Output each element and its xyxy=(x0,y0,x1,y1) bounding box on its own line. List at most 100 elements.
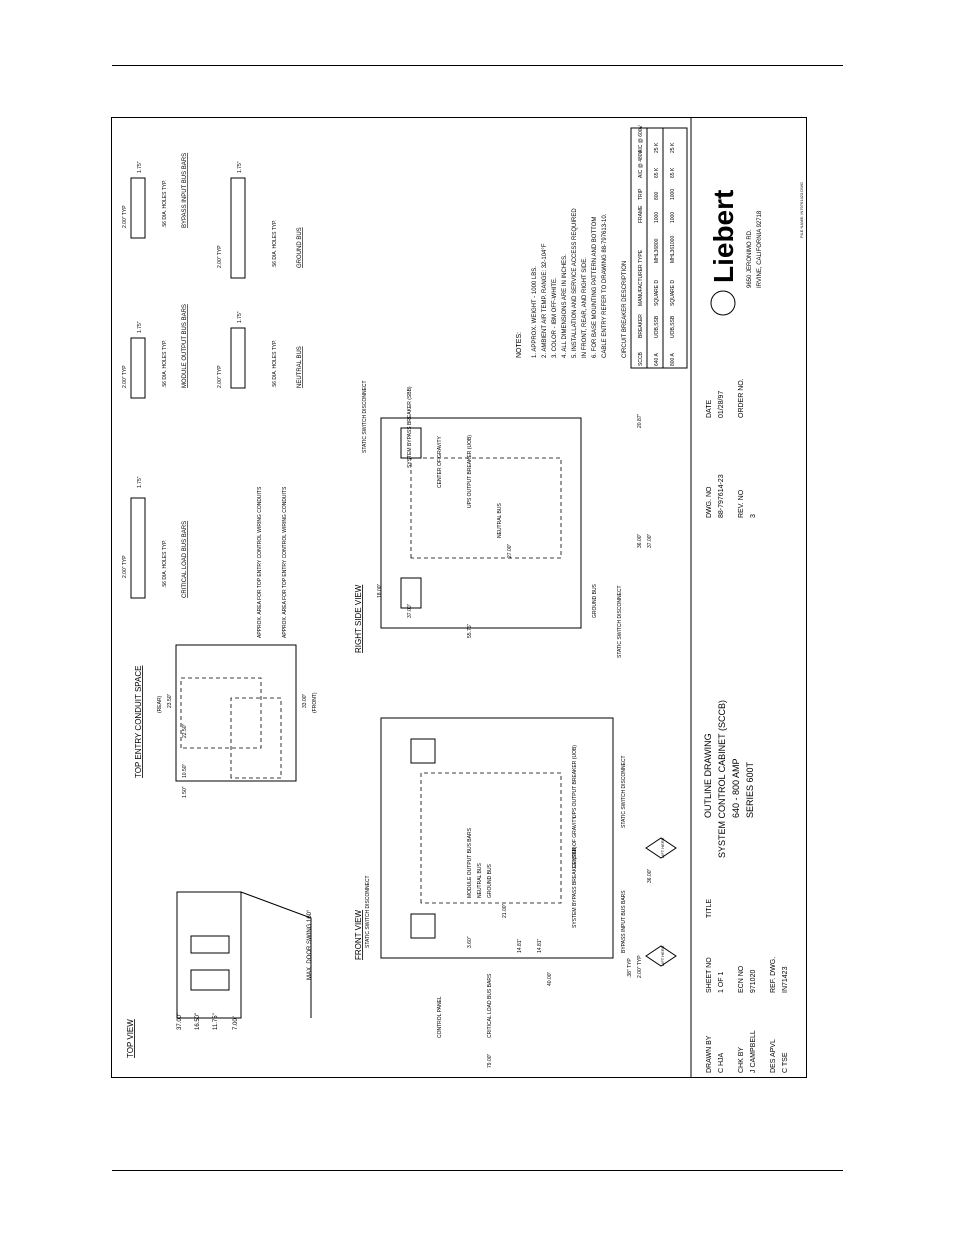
note-line: 5. INSTALLATION AND SERVICE ACCESS REQUI… xyxy=(572,208,578,358)
front-view-inner xyxy=(420,772,562,904)
right-dim: 37.00" xyxy=(407,603,413,618)
date: 01/28/97 xyxy=(718,391,725,418)
bus-bar-title: NEUTRAL BUS xyxy=(297,346,303,388)
bus-bar-pitch: 1.75" xyxy=(237,311,243,323)
rev-label: REV. NO xyxy=(738,489,745,518)
front-view-title: FRONT VIEW xyxy=(354,909,363,960)
ref-dwg-label: REF. DWG. xyxy=(770,957,777,993)
front-dim: 21.00" xyxy=(502,903,508,918)
right-label: NEUTRAL BUS xyxy=(497,503,503,538)
note-line: 2. AMBIENT AIR TEMP. RANGE: 32-104°F xyxy=(542,243,548,358)
bus-bar-typ: 2.00" TYP xyxy=(217,365,223,388)
des-apvl-label: DES APVL xyxy=(770,1039,777,1073)
bus-bar-holes: .56 DIA. HOLES TYP. xyxy=(162,540,168,588)
top-entry-front: (FRONT) xyxy=(312,692,318,713)
bus-bar-title: GROUND BUS xyxy=(297,227,303,268)
top-entry-title: TOP ENTRY CONDUIT SPACE xyxy=(134,666,143,778)
front-label: CRITICAL LOAD BUS BARS xyxy=(487,973,493,1038)
front-dim: .38" TYP xyxy=(627,958,633,978)
right-label: STATIC SWITCH DISCONNECT xyxy=(617,585,623,658)
breaker-table-cell: UOB,SSB xyxy=(654,315,660,338)
bus-bar-holes: .56 DIA. HOLES TYP. xyxy=(272,220,278,268)
bus-bar-pitch: 1.75" xyxy=(237,161,243,173)
breaker-table-cell: SQUARE D xyxy=(654,279,660,306)
title-line: OUTLINE DRAWING xyxy=(703,733,713,818)
front-label: BYPASS INPUT BUS BARS xyxy=(621,890,627,953)
dwg-no: 88-797614-23 xyxy=(718,474,725,518)
note-line: CABLE ENTRY REFER TO DRAWING 88-797613-1… xyxy=(602,213,608,358)
order-label: ORDER NO. xyxy=(738,378,745,418)
bus-bar-title: MODULE OUTPUT BUS BARS xyxy=(182,304,188,388)
front-view: FRONT VIEW STATIC SWITCH DISCONNECT MODU… xyxy=(354,717,677,1068)
right-label: GROUND BUS xyxy=(592,583,598,618)
front-label: GROUND BUS xyxy=(487,863,493,898)
lift-here-label: LIFT HERE xyxy=(660,837,665,858)
front-label: CENTER OF GRAVITY xyxy=(572,815,578,868)
liebert-logo-icon xyxy=(710,290,736,316)
sheet-no-label: SHEET NO xyxy=(706,957,713,993)
lift-here-marker xyxy=(645,837,677,859)
front-dim: 14.81" xyxy=(517,938,523,953)
top-entry-outline xyxy=(175,644,297,782)
right-dim: 37.00" xyxy=(647,533,653,548)
title-line: SYSTEM CONTROL CABINET (SCCB) xyxy=(717,700,727,858)
front-label: NEUTRAL BUS xyxy=(477,863,483,898)
lift-here-label: LIFT HERE xyxy=(660,945,665,966)
breaker-table-header: AIC @ 600V xyxy=(638,124,644,153)
top-view-dim: 16.50" xyxy=(195,1013,201,1030)
top-view-title: TOP VIEW xyxy=(126,1019,135,1058)
front-static-switch xyxy=(410,913,436,939)
breaker-table-header: SCCB xyxy=(638,351,644,366)
right-static-switch xyxy=(400,427,422,459)
bus-bar-ground: GROUND BUS .56 DIA. HOLES TYP. 2.00" TYP… xyxy=(217,161,303,279)
front-dim: 79.00" xyxy=(487,1053,493,1068)
bus-bar-neutral: NEUTRAL BUS .56 DIA. HOLES TYP. 2.00" TY… xyxy=(217,311,303,389)
bus-bar-pitch: 1.75" xyxy=(137,476,143,488)
conduit-area-label: APPROX. AREA FOR TOP ENTRY CONTROL WIRIN… xyxy=(257,486,263,638)
right-label: CENTER OF GRAVITY xyxy=(437,435,443,488)
bus-bars: CRITICAL LOAD BUS BARS .56 DIA. HOLES TY… xyxy=(122,153,303,599)
right-dim: 27.00" xyxy=(507,543,513,558)
notes-title: NOTES: xyxy=(516,332,523,358)
drawn-by: C HJA xyxy=(718,1052,725,1073)
drawn-by-label: DRAWN BY xyxy=(706,1035,713,1073)
bus-bar-pitch: 1.75" xyxy=(137,321,143,333)
breaker-table-header: BREAKER xyxy=(638,314,644,338)
top-view-dim: 11.75" xyxy=(213,1013,219,1030)
right-side-cabinet xyxy=(380,417,582,629)
breaker-table-header: TRIP xyxy=(638,188,644,200)
top-entry-view: TOP ENTRY CONDUIT SPACE (REAR) (FRONT) 2… xyxy=(134,486,318,798)
top-entry-rear: (REAR) xyxy=(157,695,163,713)
right-side-inner xyxy=(410,457,562,559)
breaker-table-cell: 65 K xyxy=(654,167,660,178)
title-line: SERIES 600T xyxy=(745,761,755,818)
bus-bar-typ: 2.00" TYP xyxy=(122,365,128,388)
title-block: DRAWN BY C HJA CHK BY J CAMPBELL DES APV… xyxy=(690,117,807,1078)
breaker-table-header: MANUFACTURER xyxy=(638,264,644,306)
door-swing-outline xyxy=(240,891,312,1018)
breaker-table-title: CIRCUIT BREAKER DESCRIPTION xyxy=(622,261,628,358)
front-label: MODULE OUTPUT BUS BARS xyxy=(467,827,473,898)
right-static-switch xyxy=(400,577,422,609)
right-dim: 18.00" xyxy=(377,583,383,598)
bus-bar-typ: 2.00" TYP xyxy=(122,555,128,578)
title-line: 640 - 800 AMP xyxy=(731,758,741,818)
note-line: 6. FOR BASE MOUNTING PATTERN AND BOTTOM xyxy=(592,217,598,358)
bus-bar-bypass-input: BYPASS INPUT BUS BARS .56 DIA. HOLES TYP… xyxy=(122,153,188,239)
breaker-table-header: TYPE xyxy=(638,249,644,263)
breaker-table-cell: 25 K xyxy=(670,142,676,153)
note-line: IN FRONT, REAR, AND RIGHT SIDE. xyxy=(582,257,588,358)
breaker-table-cell: 1000 xyxy=(670,189,676,200)
rev-no: 3 xyxy=(750,514,757,518)
top-view-outline xyxy=(176,891,242,1019)
breaker-table-cell: 800 A xyxy=(670,353,676,366)
bus-bar-pitch: 1.75" xyxy=(137,161,143,173)
front-label: STATIC SWITCH DISCONNECT xyxy=(365,875,371,948)
sheet-no: 1 OF 1 xyxy=(718,971,725,993)
conduit-area xyxy=(180,677,262,749)
bus-bar-typ: 2.00" TYP xyxy=(122,205,128,228)
bus-bar-typ: 2.00" TYP xyxy=(217,245,223,268)
file-name: FILE NAME: IN79761423.DWG xyxy=(799,182,804,238)
footer-rule xyxy=(112,1170,843,1171)
address-line: IRVINE, CALIFORNIA 92718 xyxy=(757,210,763,288)
